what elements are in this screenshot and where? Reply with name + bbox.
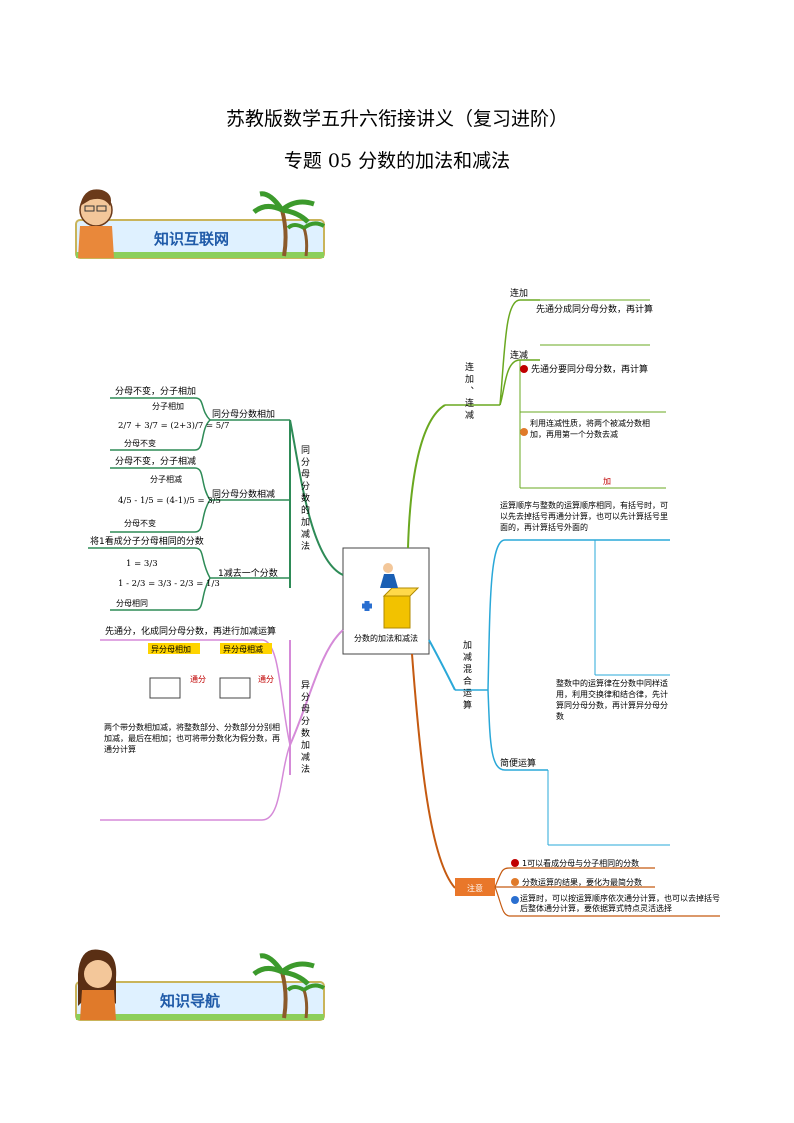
lian-add-title: 连加 xyxy=(510,287,528,299)
lian-sub-rule1: 先通分要同分母分数，再计算 xyxy=(531,363,648,375)
lian-sub-rule2: 利用连减性质，将两个被减分数相加，再用第一个分数去减 xyxy=(530,419,650,439)
banner-bottom-label: 知识导航 xyxy=(160,992,220,1010)
note-2: 分数运算的结果，要化为最简分数 xyxy=(522,877,642,887)
same-sub-rule: 分母不变，分子相减 xyxy=(115,455,196,467)
diff-add-tag: 异分母相加 xyxy=(151,644,191,654)
one-minus-note: 分母相同 xyxy=(116,598,148,608)
same-sub-bottom-note: 分母不变 xyxy=(124,518,156,528)
diff-denom-rule: 先通分，化成同分母分数，再进行加减运算 xyxy=(105,625,276,637)
same-add-top-note: 分子相加 xyxy=(152,401,184,411)
diff-sub-tag: 异分母相减 xyxy=(223,644,263,654)
palm-tree-icon xyxy=(252,953,326,1019)
banner-top-label: 知识互联网 xyxy=(154,230,229,248)
same-sub-branch: 同分母分数相减 xyxy=(212,488,275,500)
banner-knowledge-net: 知识互联网 xyxy=(75,189,326,259)
document-subtitle: 专题 05 分数的加法和减法 xyxy=(283,150,511,172)
note-1: 1可以看成分母与分子相同的分数 xyxy=(522,858,639,868)
document-title: 苏教版数学五升六衔接讲义（复习进阶） xyxy=(225,108,568,130)
lian-sub-title: 连减 xyxy=(510,349,528,361)
mixed-label: 加减混合运算 xyxy=(461,640,472,712)
girl-avatar-icon xyxy=(78,949,117,1020)
same-add-rule: 分母不变，分子相加 xyxy=(115,385,196,397)
same-add-branch: 同分母分数相加 xyxy=(212,408,275,420)
center-figure-icon xyxy=(362,563,420,629)
palm-tree-icon xyxy=(252,191,326,257)
note-3: 运算时，可以按运算顺序依次通分计算，也可以去掉括号后整体通分计算，要依据算式特点… xyxy=(520,894,720,913)
one-minus-rule: 将1看成分子分母相同的分数 xyxy=(90,535,204,547)
same-add-expr: 2/7 + 3/7 = (2+3)/7 = 5/7 xyxy=(118,420,229,431)
mind-map: 分数的加法和减法 同分母分数的加减法 同分母分数相加 分母不变，分子相加 分子相… xyxy=(88,287,720,917)
banner-knowledge-nav: 知识导航 xyxy=(75,949,326,1021)
mixed-order-rule: 运算顺序与整数的运算顺序相同，有括号时，可以先去掉括号再通分计算，也可以先计算括… xyxy=(500,501,668,532)
diff-mixed-rule: 两个带分数相加减，将整数部分、分数部分分别相加减，最后在相加；也可将带分数化为假… xyxy=(104,723,280,754)
notes-label: 注意 xyxy=(467,883,483,893)
boy-avatar-icon xyxy=(78,189,114,258)
one-minus-eq1: 1 = 3/3 xyxy=(126,559,158,569)
same-add-bottom-note: 分母不变 xyxy=(124,438,156,448)
same-denom-label: 同分母分数的加减法 xyxy=(299,445,310,553)
mixed-simple-label: 简便运算 xyxy=(500,757,536,769)
same-sub-expr: 4/5 - 1/5 = (4-1)/5 = 3/5 xyxy=(118,495,221,506)
tongfen-sub-label: 通分 xyxy=(258,674,274,684)
one-minus-eq2: 1 - 2/3 = 3/3 - 2/3 = 1/3 xyxy=(118,579,220,589)
lian-plus-note: 加 xyxy=(603,476,611,486)
center-label: 分数的加法和减法 xyxy=(354,633,418,643)
tongfen-add-label: 通分 xyxy=(190,674,206,684)
diff-denom-label: 异分母分数加减法 xyxy=(299,680,310,776)
lian-add-rule: 先通分成同分母分数，再计算 xyxy=(536,303,653,315)
mixed-law-rule: 整数中的运算律在分数中同样适用，利用交换律和结合律，先计算同分母分数，再计算异分… xyxy=(556,679,668,721)
same-sub-top-note: 分子相减 xyxy=(150,474,182,484)
lian-label: 连加、连减 xyxy=(463,361,474,422)
one-minus-branch: 1减去一个分数 xyxy=(218,567,278,579)
